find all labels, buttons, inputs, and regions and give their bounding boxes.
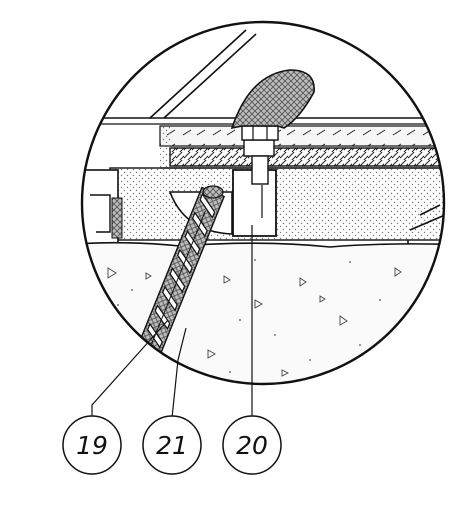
bolt-assembly	[241, 125, 279, 185]
detail-interior	[82, 22, 444, 384]
callout-20-label: 20	[236, 431, 268, 460]
hatched-plate	[160, 147, 444, 169]
aggregate-marks	[107, 267, 402, 377]
leader-21	[171, 327, 187, 419]
sealant-bead	[230, 69, 315, 130]
callout-19-label: 19	[76, 431, 108, 460]
leader-lines	[91, 225, 253, 419]
threaded-rod	[129, 185, 226, 374]
laminate-layer	[159, 125, 444, 147]
callout-20: 20	[222, 415, 282, 475]
concrete-ground	[82, 241, 444, 384]
stipple-marks	[117, 259, 381, 373]
callout-21-label: 21	[156, 431, 188, 460]
left-profile	[82, 169, 123, 246]
leader-19	[91, 319, 169, 418]
callout-21: 21	[142, 415, 202, 475]
detail-circle	[80, 20, 446, 386]
callout-19: 19	[62, 415, 122, 475]
